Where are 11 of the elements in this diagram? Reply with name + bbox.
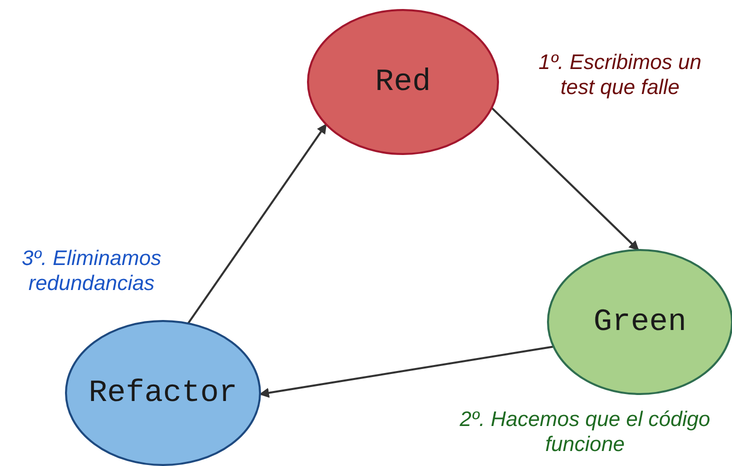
ellipse-node xyxy=(65,320,261,466)
arrow xyxy=(491,107,640,251)
node-label: Refactor xyxy=(88,376,238,410)
ellipse-node xyxy=(307,9,499,155)
step-caption: 3º. Eliminamos redundancias xyxy=(20,246,162,296)
step-caption: 2º. Hacemos que el código funcione xyxy=(458,407,712,458)
arrow xyxy=(259,346,554,398)
arrow xyxy=(187,124,327,324)
node-label: Green xyxy=(593,304,686,340)
node-label: Red xyxy=(375,64,431,100)
step-caption: 1º. Escribimos un test que falle xyxy=(538,50,702,100)
